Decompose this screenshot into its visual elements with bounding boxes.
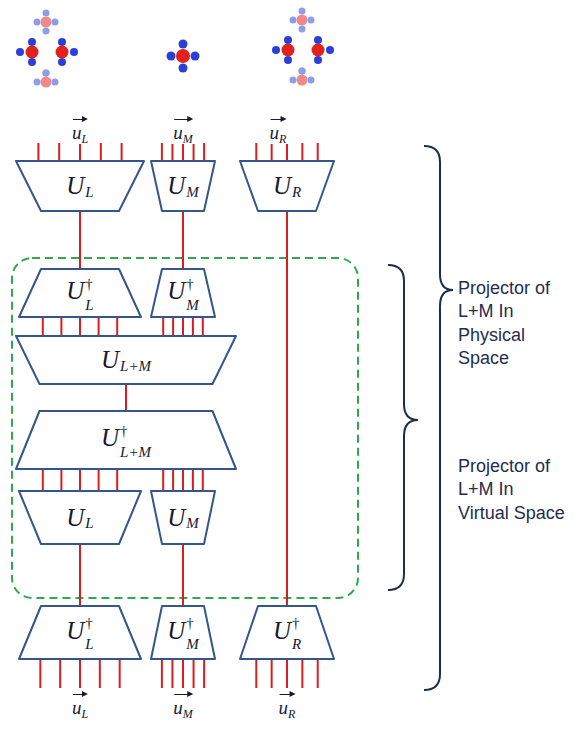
tensor-label: UL (66, 504, 93, 532)
tensor-box: UM (150, 160, 216, 212)
atom (299, 8, 306, 15)
tensor-box: U†M (150, 605, 216, 660)
tensor-label: UL (66, 172, 93, 200)
tensor-box: UL+M (15, 335, 237, 385)
vector-label: uR (277, 693, 298, 719)
tensor-box: UL (18, 490, 142, 545)
atom (28, 38, 36, 46)
tensor-box: U†L+M (15, 410, 237, 470)
vector-label: uM (171, 118, 195, 144)
bond-line (287, 211, 288, 606)
atom (299, 68, 306, 75)
atom (34, 79, 41, 86)
atom (167, 52, 176, 61)
tensor-label: UM (167, 504, 199, 532)
tensor-label: U†L+M (101, 424, 151, 455)
molecule-icons (16, 8, 334, 88)
atom (43, 70, 50, 77)
tensor-label: U†L (66, 617, 93, 648)
atom (191, 52, 200, 61)
bond-line (183, 544, 184, 606)
tensor-label: U†R (273, 617, 301, 648)
atom (312, 44, 325, 57)
atom (58, 38, 66, 46)
bond-line (43, 317, 117, 336)
tensor-label: U†M (167, 617, 199, 648)
group-outline (12, 258, 358, 598)
tensor-box: UM (150, 490, 216, 545)
atom (179, 64, 188, 73)
atom (28, 58, 36, 66)
brace (388, 265, 418, 590)
vector-label: uL (70, 118, 90, 144)
tensor-box: U†R (239, 605, 335, 660)
atom (43, 28, 50, 35)
atom (16, 48, 24, 56)
atom (297, 15, 308, 26)
atom (43, 10, 50, 17)
tensor-box: U†L (18, 605, 142, 660)
atom (179, 40, 188, 49)
atom (41, 17, 52, 28)
atom (41, 77, 52, 88)
atom (290, 17, 297, 24)
atom (284, 36, 292, 44)
bond-line (80, 211, 81, 269)
atom (290, 77, 297, 84)
atom (299, 68, 306, 75)
atom (284, 56, 292, 64)
brace-note: Projector of L+M In Physical Space (458, 277, 566, 371)
bond-line (43, 469, 117, 491)
atom (58, 58, 66, 66)
atom (34, 19, 41, 26)
tensor-label: U†L (66, 277, 93, 308)
atom (52, 79, 59, 86)
bond-line (183, 211, 184, 269)
brace (424, 146, 453, 690)
atom (26, 46, 39, 59)
tensor-box: U†L (18, 268, 142, 318)
trapezoid-outline (15, 410, 237, 470)
tensor-box: UL (15, 160, 145, 212)
atom (308, 17, 315, 24)
atom (297, 75, 308, 86)
atom (176, 49, 190, 63)
atom (70, 48, 78, 56)
atom (272, 46, 280, 54)
brace-note: Projector of L+M In Virtual Space (458, 455, 566, 525)
bond-line (80, 544, 81, 606)
bond-line (126, 384, 127, 411)
atom (326, 46, 334, 54)
tensor-box: UR (239, 160, 335, 212)
bond-line (163, 469, 203, 491)
atom (299, 26, 306, 33)
atom (282, 44, 295, 57)
vector-label: uM (171, 693, 195, 719)
bond-line (163, 317, 203, 336)
atom (314, 36, 322, 44)
atom (308, 77, 315, 84)
atom (52, 19, 59, 26)
tensor-label: U†M (167, 277, 199, 308)
vector-label: uR (268, 118, 289, 144)
tensor-label: UR (273, 172, 301, 200)
tensor-label: UM (167, 172, 199, 200)
tensor-box: U†M (150, 268, 216, 318)
atom (43, 70, 50, 77)
atom (56, 46, 69, 59)
atom (314, 56, 322, 64)
vector-label: uL (70, 693, 90, 719)
tensor-label: UL+M (101, 346, 151, 374)
